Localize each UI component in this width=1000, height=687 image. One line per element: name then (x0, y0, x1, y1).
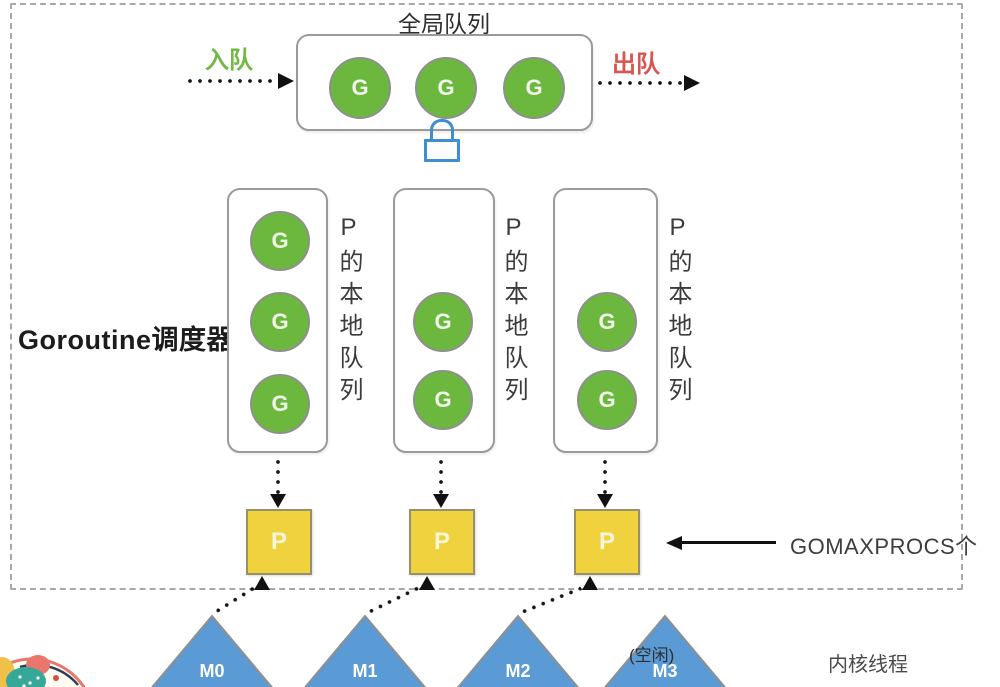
scheduler-label: Goroutine调度器 (18, 325, 234, 355)
gomaxprocs-label: GOMAXPROCS个 (790, 534, 978, 559)
machine-triangle-shapes (151, 614, 726, 687)
goroutine-circle: G (250, 374, 310, 434)
machine-triangle-m3 (604, 614, 726, 687)
goroutine-circle: G (250, 292, 310, 352)
machine-label-m0: M0 (199, 661, 225, 681)
goroutine-letter: G (598, 309, 616, 334)
enqueue-dotted-line (185, 79, 278, 83)
local-queue-label-2: P的本地队列 (500, 214, 527, 409)
dequeue-label: 出队 (612, 51, 660, 78)
machine-triangle-m1 (304, 614, 426, 687)
gomaxprocs-arrowhead-icon (666, 536, 682, 550)
logo-dot (18, 675, 22, 679)
logo-teal-blob (6, 667, 46, 687)
machine-triangle-m0 (151, 614, 273, 687)
machine-label-m2: M2 (505, 661, 531, 681)
m-to-p-arrowhead-icon (254, 576, 270, 590)
m-to-p-arrowhead-icon (419, 576, 435, 590)
goroutine-letter: G (525, 75, 543, 100)
lock-shackle (430, 119, 454, 139)
goroutine-circle: G (415, 57, 477, 119)
logo-dot (22, 684, 26, 687)
gomaxprocs-line (680, 541, 776, 544)
goroutine-letter: G (271, 309, 289, 334)
local-queue-label-1: P的本地队列 (335, 214, 362, 409)
processor-box: P (409, 509, 475, 575)
processor-box: P (574, 509, 640, 575)
goroutine-circle: G (577, 292, 637, 352)
machine-triangle-m2 (457, 614, 579, 687)
kernel-threads-label: 内核线程 (828, 654, 908, 676)
queue-to-p-dotted-line (439, 457, 443, 495)
machine-label-m3: M3 (652, 661, 678, 681)
goroutine-letter: G (437, 75, 455, 100)
global-queue-title: 全局队列 (398, 11, 490, 37)
machine-label-m1: M1 (352, 661, 378, 681)
queue-to-p-dotted-line (276, 457, 280, 495)
processor-box: P (246, 509, 312, 575)
logo-dot (28, 681, 32, 685)
goroutine-circle: G (577, 370, 637, 430)
queue-to-p-dotted-line (603, 457, 607, 495)
processor-letter: P (598, 528, 615, 555)
goroutine-circle: G (329, 57, 391, 119)
queue-to-p-arrowhead-icon (270, 494, 286, 508)
goroutine-circle: G (413, 292, 473, 352)
processor-letter: P (433, 528, 450, 555)
goroutine-letter: G (271, 391, 289, 416)
idle-note: (空闲) (629, 646, 675, 665)
enqueue-label: 入队 (205, 47, 253, 74)
corner-logo (0, 655, 86, 687)
dequeue-dotted-line (595, 81, 683, 85)
goroutine-circle: G (503, 57, 565, 119)
logo-dot (36, 676, 40, 680)
m-to-p-arrowhead-icon (582, 576, 598, 590)
local-queue-label-3: P的本地队列 (664, 214, 691, 409)
machine-triangles (0, 608, 1000, 687)
processor-letter: P (270, 528, 287, 555)
goroutine-letter: G (434, 309, 452, 334)
goroutine-circle: G (413, 370, 473, 430)
queue-to-p-arrowhead-icon (433, 494, 449, 508)
goroutine-letter: G (598, 387, 616, 412)
enqueue-arrowhead-icon (278, 73, 294, 89)
lock-body (424, 139, 460, 162)
goroutine-letter: G (271, 228, 289, 253)
scheduler-dashed-frame (10, 3, 963, 590)
dequeue-arrowhead-icon (684, 75, 700, 91)
queue-to-p-arrowhead-icon (597, 494, 613, 508)
goroutine-letter: G (351, 75, 369, 100)
logo-red-dot (53, 675, 59, 681)
goroutine-letter: G (434, 387, 452, 412)
lock-icon (424, 119, 460, 162)
goroutine-circle: G (250, 211, 310, 271)
